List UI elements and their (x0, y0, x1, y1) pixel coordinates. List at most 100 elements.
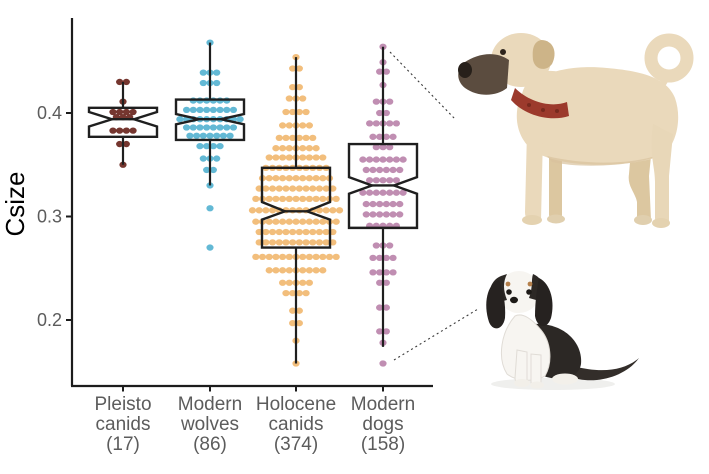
data-dot (252, 218, 260, 225)
annotation-dotted-line (393, 308, 479, 361)
data-dot (386, 98, 394, 105)
small-dog-tan-brow (527, 281, 533, 287)
small-dog-paw (514, 379, 530, 387)
x-axis-label-line: canids (96, 414, 151, 435)
dot-rows-modern-dogs-(158) (359, 43, 407, 367)
data-dot (299, 145, 307, 152)
data-dot (206, 182, 214, 189)
data-dot (289, 83, 297, 91)
data-dot (116, 108, 124, 116)
data-dot (386, 156, 394, 163)
data-dot (279, 122, 287, 129)
data-dot (305, 145, 313, 152)
data-dot (322, 228, 330, 236)
data-dot (289, 134, 297, 141)
data-dot (382, 304, 390, 311)
data-dot (285, 154, 293, 161)
data-dot (376, 166, 384, 174)
y-tick-label: 0.3 (37, 207, 62, 227)
data-dot (116, 78, 124, 86)
data-dot (279, 279, 287, 286)
data-dot (379, 144, 387, 151)
data-dot (362, 200, 370, 208)
data-dot (382, 211, 390, 218)
box-outline (174, 98, 246, 142)
y-axis-title: Csize (0, 171, 30, 236)
data-dot (213, 69, 221, 76)
data-dot (282, 289, 290, 297)
data-dot (399, 189, 407, 196)
data-dot (262, 207, 270, 214)
data-dot (305, 122, 313, 129)
data-dot (376, 200, 384, 208)
data-dot (285, 267, 293, 274)
data-dot (289, 289, 297, 297)
data-dot (189, 106, 197, 114)
data-dot (206, 205, 214, 212)
data-dot (216, 106, 224, 114)
data-dot (279, 253, 287, 261)
data-dot (392, 120, 400, 127)
data-dot (216, 124, 224, 131)
data-dot (272, 175, 280, 182)
annotation-dotted-line (389, 51, 457, 121)
data-dot (319, 218, 327, 225)
small-dog-image (486, 271, 639, 390)
data-dot (312, 267, 320, 274)
x-axis-label-line: (158) (361, 434, 405, 455)
data-dot (332, 253, 340, 261)
data-dot (315, 207, 324, 214)
data-dot (268, 228, 277, 236)
data-dot (268, 207, 277, 214)
boxplot-holocene-canids-(374) (260, 57, 332, 364)
data-dot (305, 218, 313, 225)
data-dot (309, 134, 317, 141)
data-dot (386, 242, 394, 249)
data-dot (322, 185, 330, 192)
data-dot (209, 106, 217, 114)
data-dot (379, 156, 387, 163)
data-dot (196, 106, 204, 114)
data-dot (272, 253, 280, 261)
data-dot (312, 175, 320, 182)
large-dog-image (458, 33, 694, 228)
large-dog-front-leg-near (525, 131, 543, 222)
data-dot (315, 228, 324, 236)
data-dot (372, 177, 380, 184)
data-dot (319, 195, 327, 203)
data-dot (203, 106, 211, 114)
data-dot (265, 154, 273, 161)
data-dot (252, 253, 260, 261)
data-dot (275, 228, 283, 236)
data-dot (382, 328, 390, 335)
data-dot (203, 166, 211, 174)
dot-rows-modern-wolves-(86) (176, 39, 244, 251)
data-dot (386, 177, 394, 184)
data-dot (279, 195, 287, 203)
data-dot (272, 145, 280, 152)
data-dot (369, 211, 377, 218)
data-dot (275, 185, 283, 192)
data-dot (279, 154, 287, 161)
data-dot (285, 122, 293, 129)
data-dot (322, 239, 330, 246)
large-dog-paw (652, 218, 670, 228)
data-dot (369, 133, 377, 140)
data-dot (382, 279, 390, 286)
data-dot (279, 175, 287, 182)
small-dog-front-leg (514, 349, 528, 385)
data-dot (382, 68, 390, 75)
data-dot (199, 132, 207, 139)
data-dot (389, 200, 397, 208)
data-dot (372, 242, 380, 249)
data-dot (275, 239, 283, 246)
data-dot (369, 166, 377, 174)
data-dot (279, 218, 287, 225)
data-dot (309, 185, 317, 192)
data-dot (285, 175, 293, 182)
data-dot (376, 211, 384, 218)
dot-rows-pleisto-canids-(17) (109, 78, 137, 168)
data-dot (262, 185, 270, 192)
data-dot (382, 200, 390, 208)
x-axis-label-line: wolves (180, 414, 239, 435)
